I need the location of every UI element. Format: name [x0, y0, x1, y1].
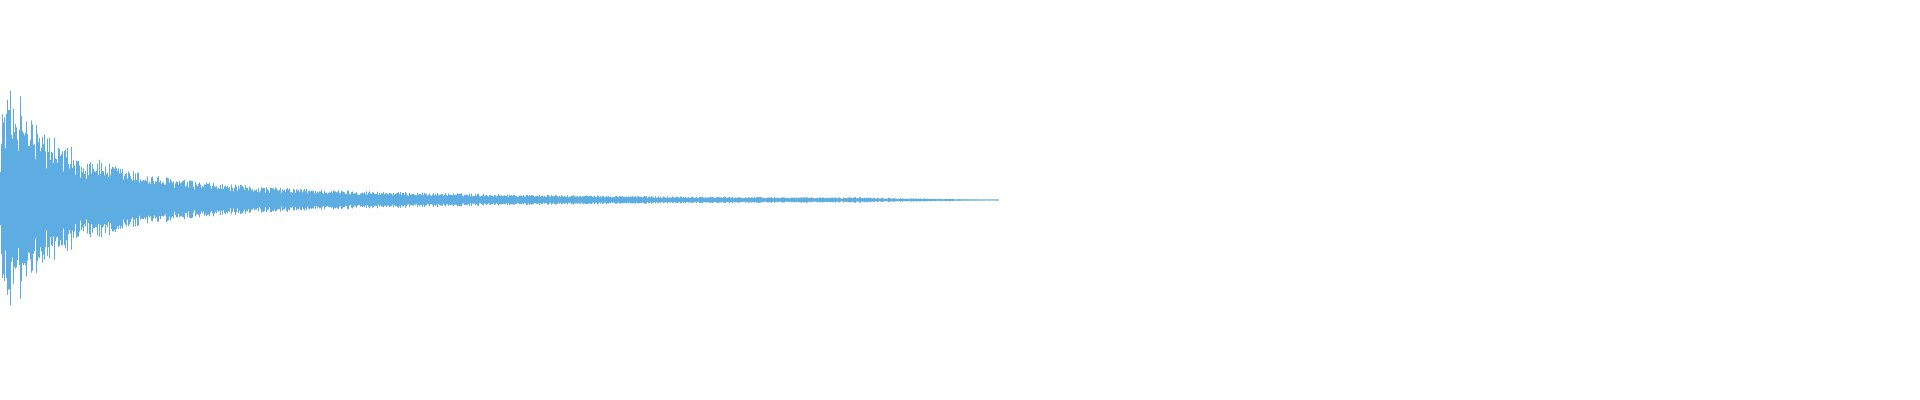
waveform-bars — [0, 90, 999, 306]
waveform-trace — [0, 90, 999, 306]
